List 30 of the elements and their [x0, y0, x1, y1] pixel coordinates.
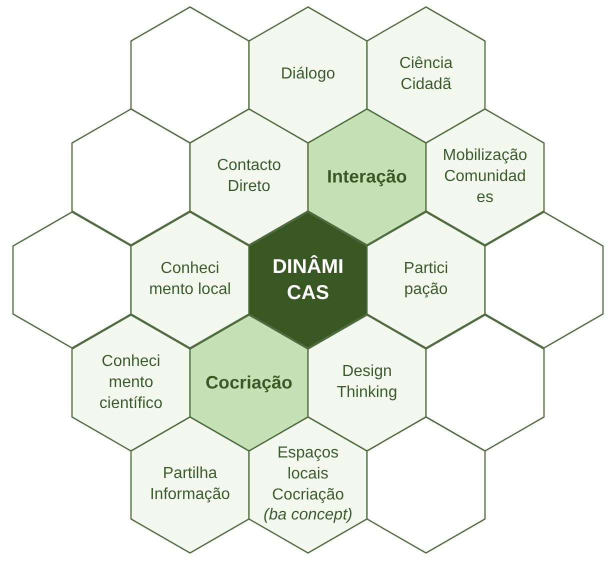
hexagon-tile: [426, 315, 544, 451]
hexagon-tile: [13, 212, 131, 348]
hexagon-tile: [485, 212, 603, 348]
hexagon-tile: [72, 109, 190, 245]
hexagon-tile: [367, 7, 485, 143]
tile-label: Partici pação: [402, 259, 450, 300]
hexagon-tile: [131, 417, 249, 553]
hexagon-tile: [367, 417, 485, 553]
tile-label: Ciência Cidadã: [398, 54, 454, 95]
tile-label: Interação: [326, 165, 408, 188]
tile-label: Conheci mento científico: [98, 352, 164, 414]
tile-label: Espaços locais Cocriação (ba concept): [262, 443, 354, 526]
hexagon-tile: [190, 109, 308, 245]
tile-label: DINÂMI CAS: [271, 254, 345, 306]
hexagon-tile: [426, 109, 544, 245]
tile-label: Diálogo: [280, 64, 336, 85]
hexagon-tile: [249, 212, 367, 348]
tile-label: Mobilização Comunidad es: [442, 146, 528, 208]
tile-label: Cocriação: [204, 371, 294, 394]
tile-label: Contacto Direto: [216, 156, 282, 197]
tile-label: Design Thinking: [336, 362, 398, 403]
tile-label: Partilha Informação: [148, 464, 232, 505]
hexagon-tile: [72, 315, 190, 451]
hexagon-tile: [249, 7, 367, 143]
hexagon-tile: [308, 109, 426, 245]
hexagon-tile: [131, 212, 249, 348]
hexagon-tile: [367, 212, 485, 348]
tile-label: Conheci mento local: [148, 259, 232, 300]
hexagon-tile: [249, 417, 367, 553]
hexagon-tile: [131, 7, 249, 143]
